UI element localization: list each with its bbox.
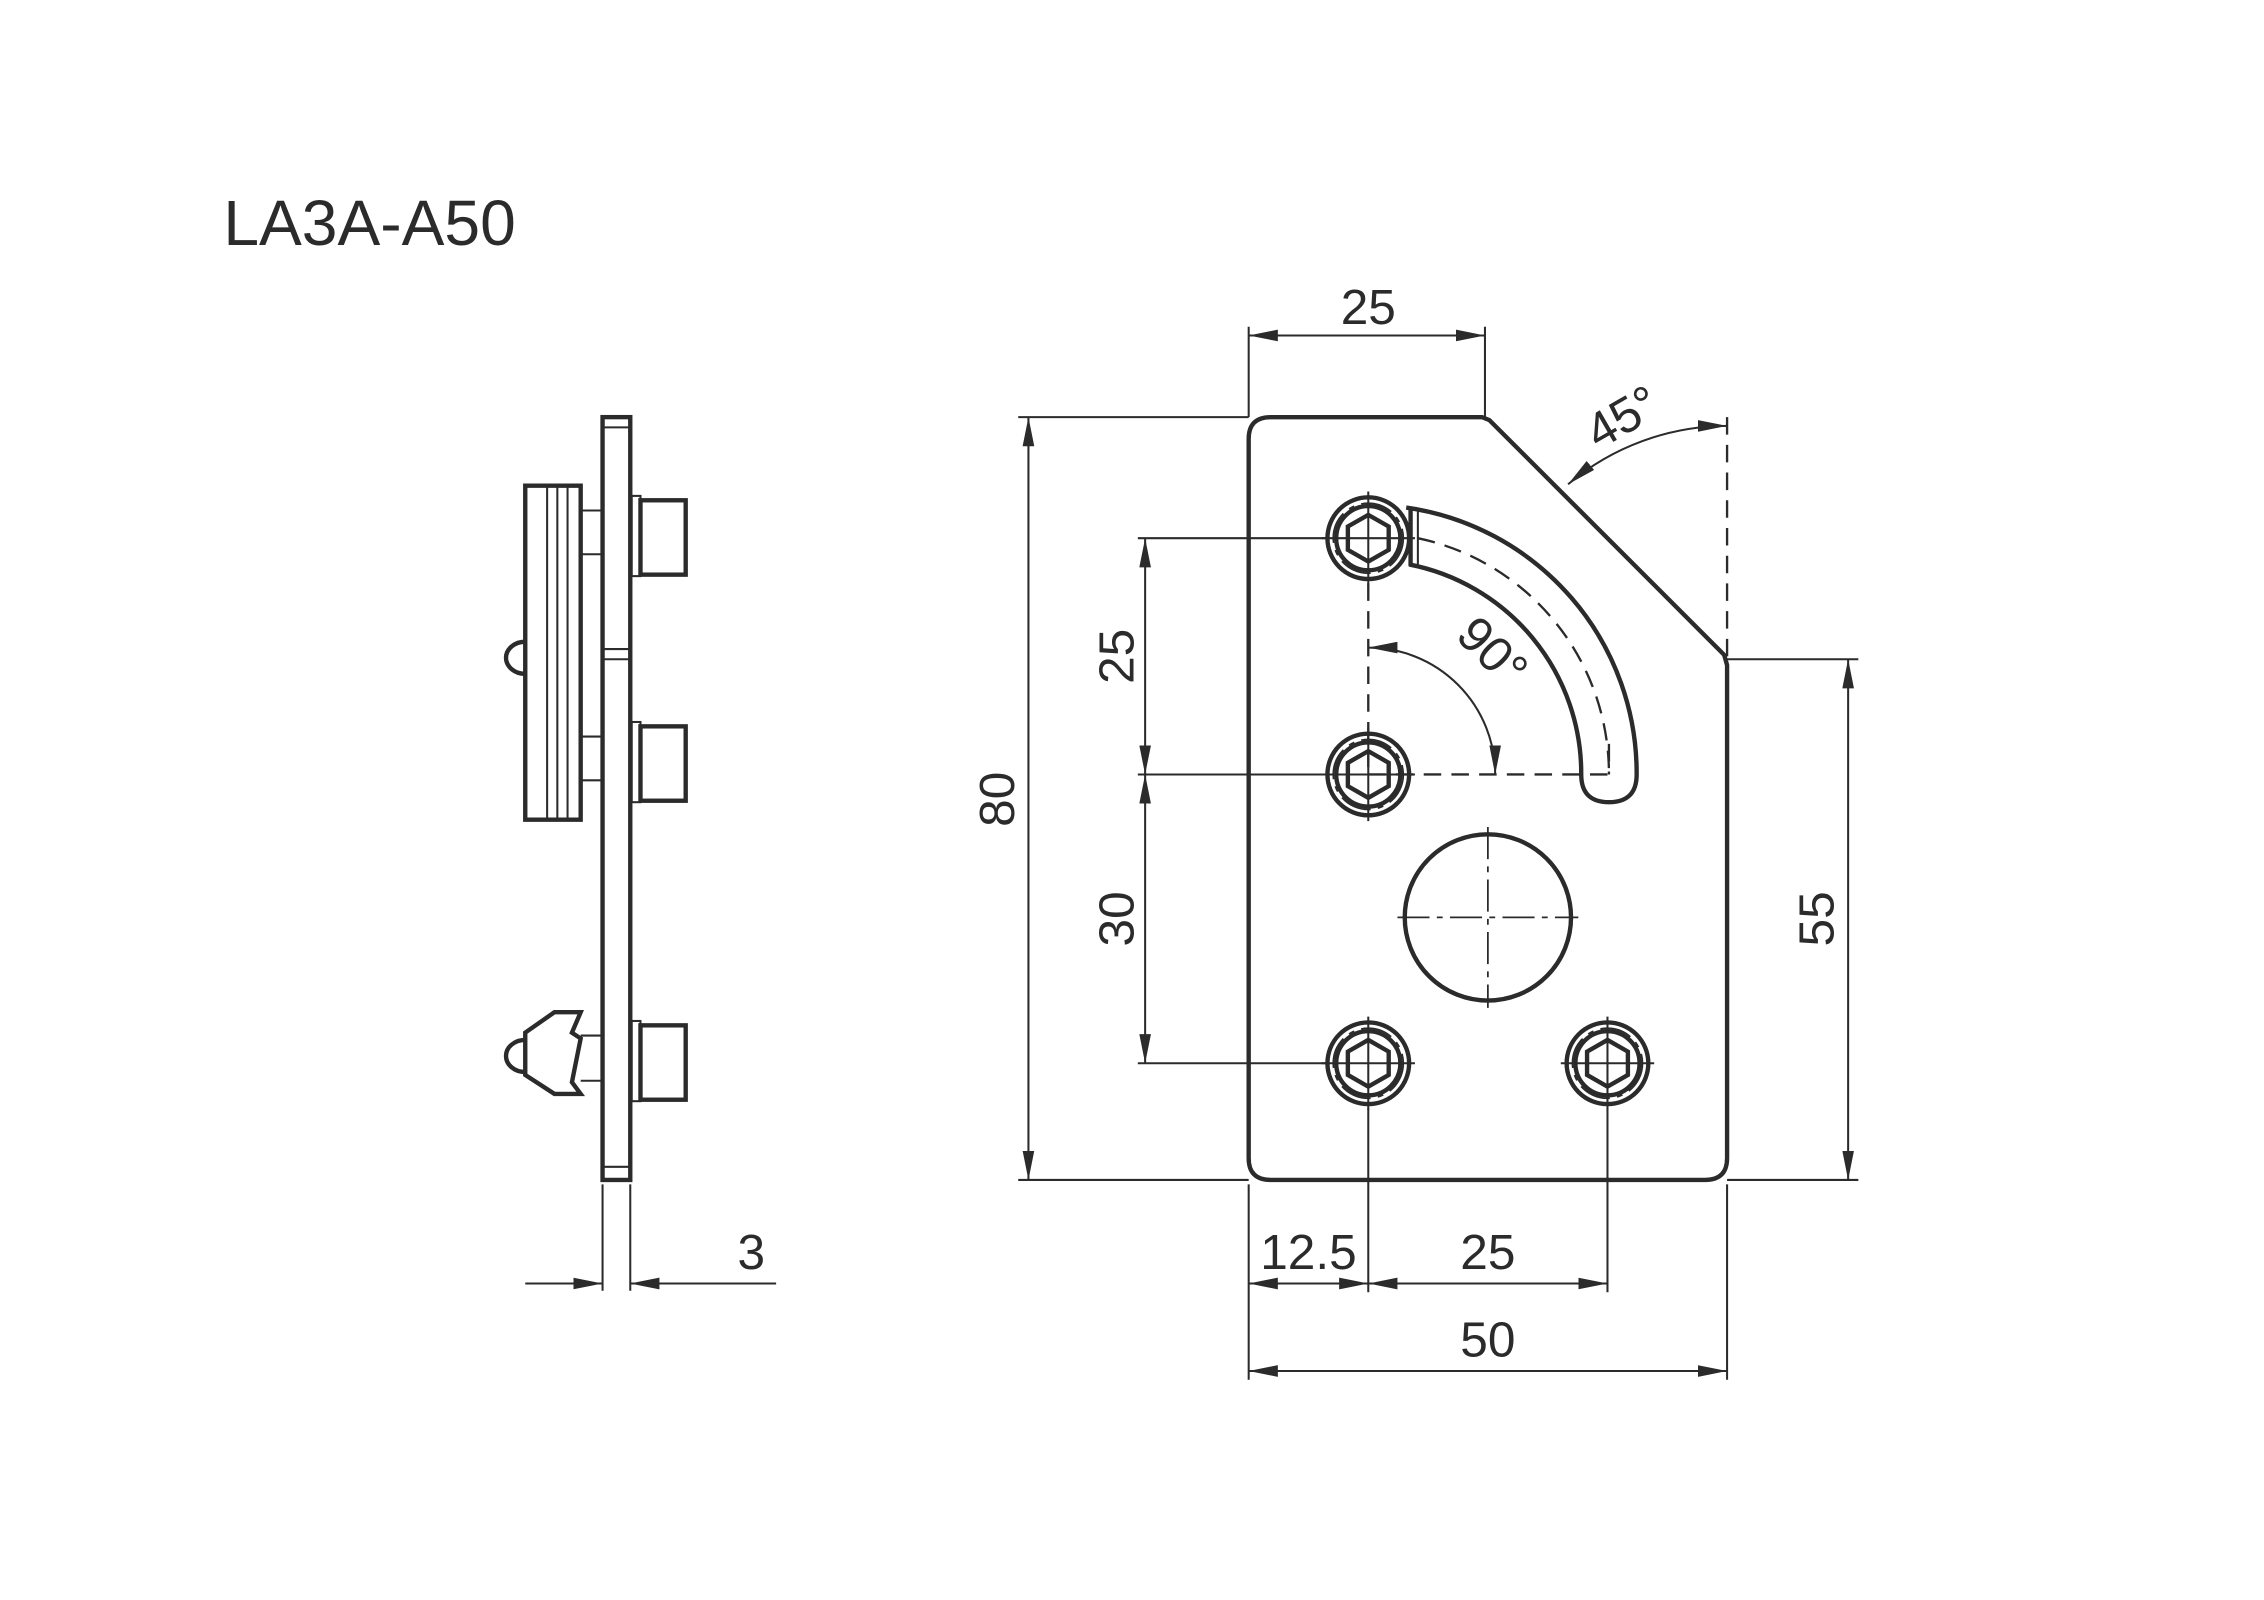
- screw-bottom-right: [1561, 1017, 1654, 1110]
- lower-hole-spacing-dimension: 30: [1088, 891, 1144, 946]
- chamfer-angle-dimension: 45°: [1576, 374, 1669, 460]
- height-dimension: 80: [969, 772, 1025, 827]
- side-plate: [600, 414, 633, 1183]
- wing-screw: [503, 1010, 603, 1097]
- upper-hole-spacing-dimension: 25: [1088, 629, 1144, 684]
- thickness-dimension: 3: [738, 1224, 766, 1280]
- knob: [503, 483, 603, 822]
- adjustment-slot: [1405, 505, 1639, 805]
- top-width-dimension: 25: [1341, 279, 1396, 335]
- slot-angle-dimension: 90°: [1446, 605, 1539, 698]
- front-view: 90° 45° 25 25 30 80 55: [969, 279, 1859, 1380]
- part-number-title: LA3A-A50: [223, 187, 515, 259]
- boss-studs: [630, 494, 688, 1103]
- plate-outline: [1246, 414, 1730, 1183]
- screw-middle: [1322, 728, 1415, 821]
- left-offset-dimension: 12.5: [1260, 1224, 1357, 1280]
- side-view: 3: [503, 414, 777, 1291]
- horizontal-hole-spacing-dimension: 25: [1460, 1224, 1515, 1280]
- screw-top: [1322, 492, 1415, 585]
- width-dimension: 50: [1460, 1311, 1515, 1367]
- right-height-dimension: 55: [1789, 891, 1845, 946]
- screw-bottom-left: [1322, 1017, 1415, 1110]
